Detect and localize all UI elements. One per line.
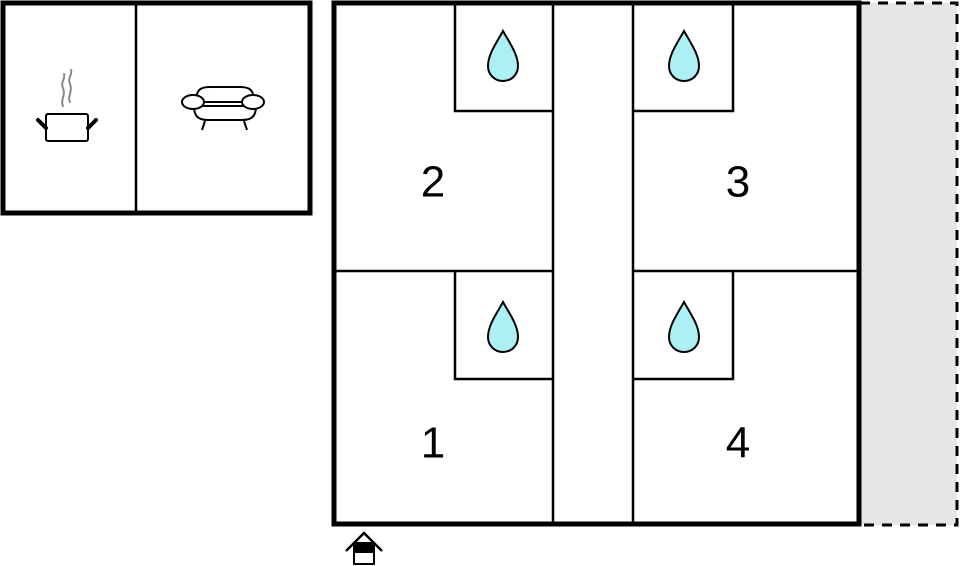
bedroom-4-label: 4 — [726, 419, 750, 468]
water-drop-icon — [486, 299, 520, 354]
bedroom-3-label: 3 — [726, 158, 750, 207]
terrace-area — [860, 1, 959, 527]
water-drop-icon — [667, 28, 701, 83]
cooking-pot-icon — [36, 69, 98, 142]
main-building — [331, 0, 862, 527]
entrance-house-icon — [345, 531, 383, 565]
water-drop-icon — [667, 299, 701, 354]
annex-building — [0, 0, 313, 216]
sofa-icon — [181, 86, 265, 131]
interior-walls — [334, 3, 859, 524]
bedroom-2-label: 2 — [421, 158, 445, 207]
water-drop-icon — [486, 28, 520, 83]
bedroom-1-label: 1 — [421, 419, 445, 468]
